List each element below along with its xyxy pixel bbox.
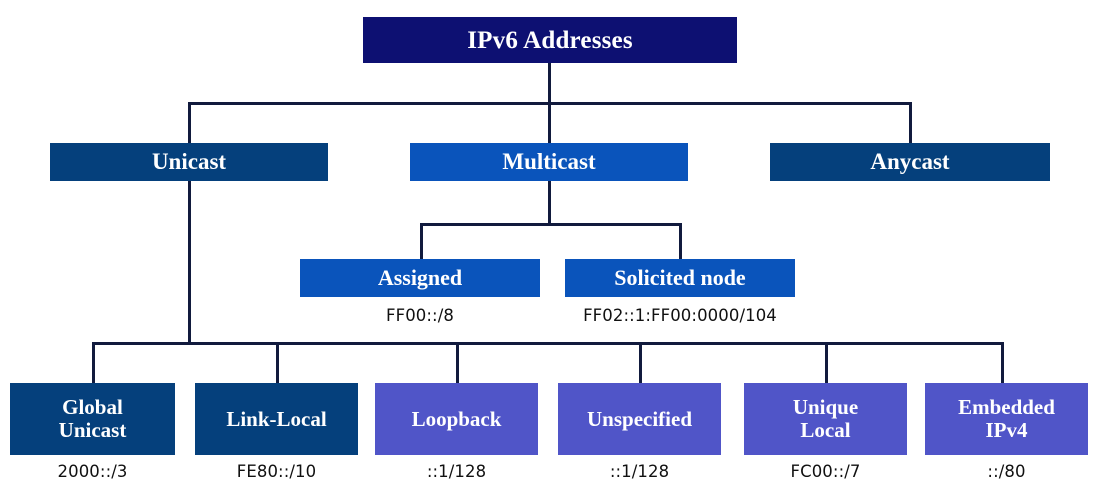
caption-assigned-prefix: FF00::/8 [386, 306, 454, 325]
edge-drop-anycast [909, 102, 912, 145]
caption-embedded-ipv4-prefix: ::/80 [987, 462, 1026, 481]
edge-unicast-stem [188, 180, 191, 344]
node-assigned[interactable]: Assigned [300, 259, 540, 297]
edge-drop-multicast [548, 102, 551, 145]
node-link-local[interactable]: Link-Local [195, 383, 358, 455]
node-global-unicast-label-line2: Unicast [58, 418, 127, 442]
node-global-unicast-label-line1: Global [62, 395, 123, 420]
node-ipv6-addresses[interactable]: IPv6 Addresses [363, 17, 737, 63]
edge-root-stem [548, 62, 551, 104]
node-unique-local[interactable]: Unique Local [744, 383, 907, 455]
node-multicast[interactable]: Multicast [410, 143, 688, 181]
caption-solicited-node-prefix: FF02::1:FF00:0000/104 [583, 306, 777, 325]
node-anycast[interactable]: Anycast [770, 143, 1050, 181]
edge-drop-assigned [420, 223, 423, 259]
node-loopback[interactable]: Loopback [375, 383, 538, 455]
node-global-unicast[interactable]: Global Unicast [10, 383, 175, 455]
node-embedded-ipv4[interactable]: Embedded IPv4 [925, 383, 1088, 455]
node-unicast[interactable]: Unicast [50, 143, 328, 181]
node-loopback-label-line1: Loopback [411, 406, 502, 431]
edge-multicast-stem [548, 180, 551, 225]
edge-drop-embedded-ipv4 [1001, 342, 1004, 384]
node-embedded-ipv4-label-line1: Embedded [958, 395, 1055, 420]
edge-drop-global-unicast [92, 342, 95, 384]
edge-drop-unique-local [825, 342, 828, 384]
edge-drop-unicast [188, 102, 191, 145]
edge-drop-link-local [276, 342, 279, 384]
caption-loopback-prefix: ::1/128 [426, 462, 487, 481]
caption-unspecified-prefix: ::1/128 [609, 462, 670, 481]
edge-level3-bus [92, 342, 1003, 345]
edge-drop-solicited-node [679, 223, 682, 259]
caption-global-unicast-prefix: 2000::/3 [57, 462, 128, 481]
caption-unique-local-prefix: FC00::/7 [790, 462, 861, 481]
edge-drop-loopback [456, 342, 459, 384]
edge-drop-unspecified [639, 342, 642, 384]
node-unique-local-label-line2: Local [800, 418, 851, 442]
node-embedded-ipv4-label-line2: IPv4 [985, 418, 1028, 442]
edge-multicast-bus [420, 223, 682, 226]
node-link-local-label-line1: Link-Local [226, 406, 327, 431]
node-unspecified[interactable]: Unspecified [558, 383, 721, 455]
caption-link-local-prefix: FE80::/10 [236, 462, 317, 481]
node-solicited-node[interactable]: Solicited node [565, 259, 795, 297]
node-unspecified-label-line1: Unspecified [587, 406, 692, 431]
node-unique-local-label-line1: Unique [792, 395, 859, 420]
